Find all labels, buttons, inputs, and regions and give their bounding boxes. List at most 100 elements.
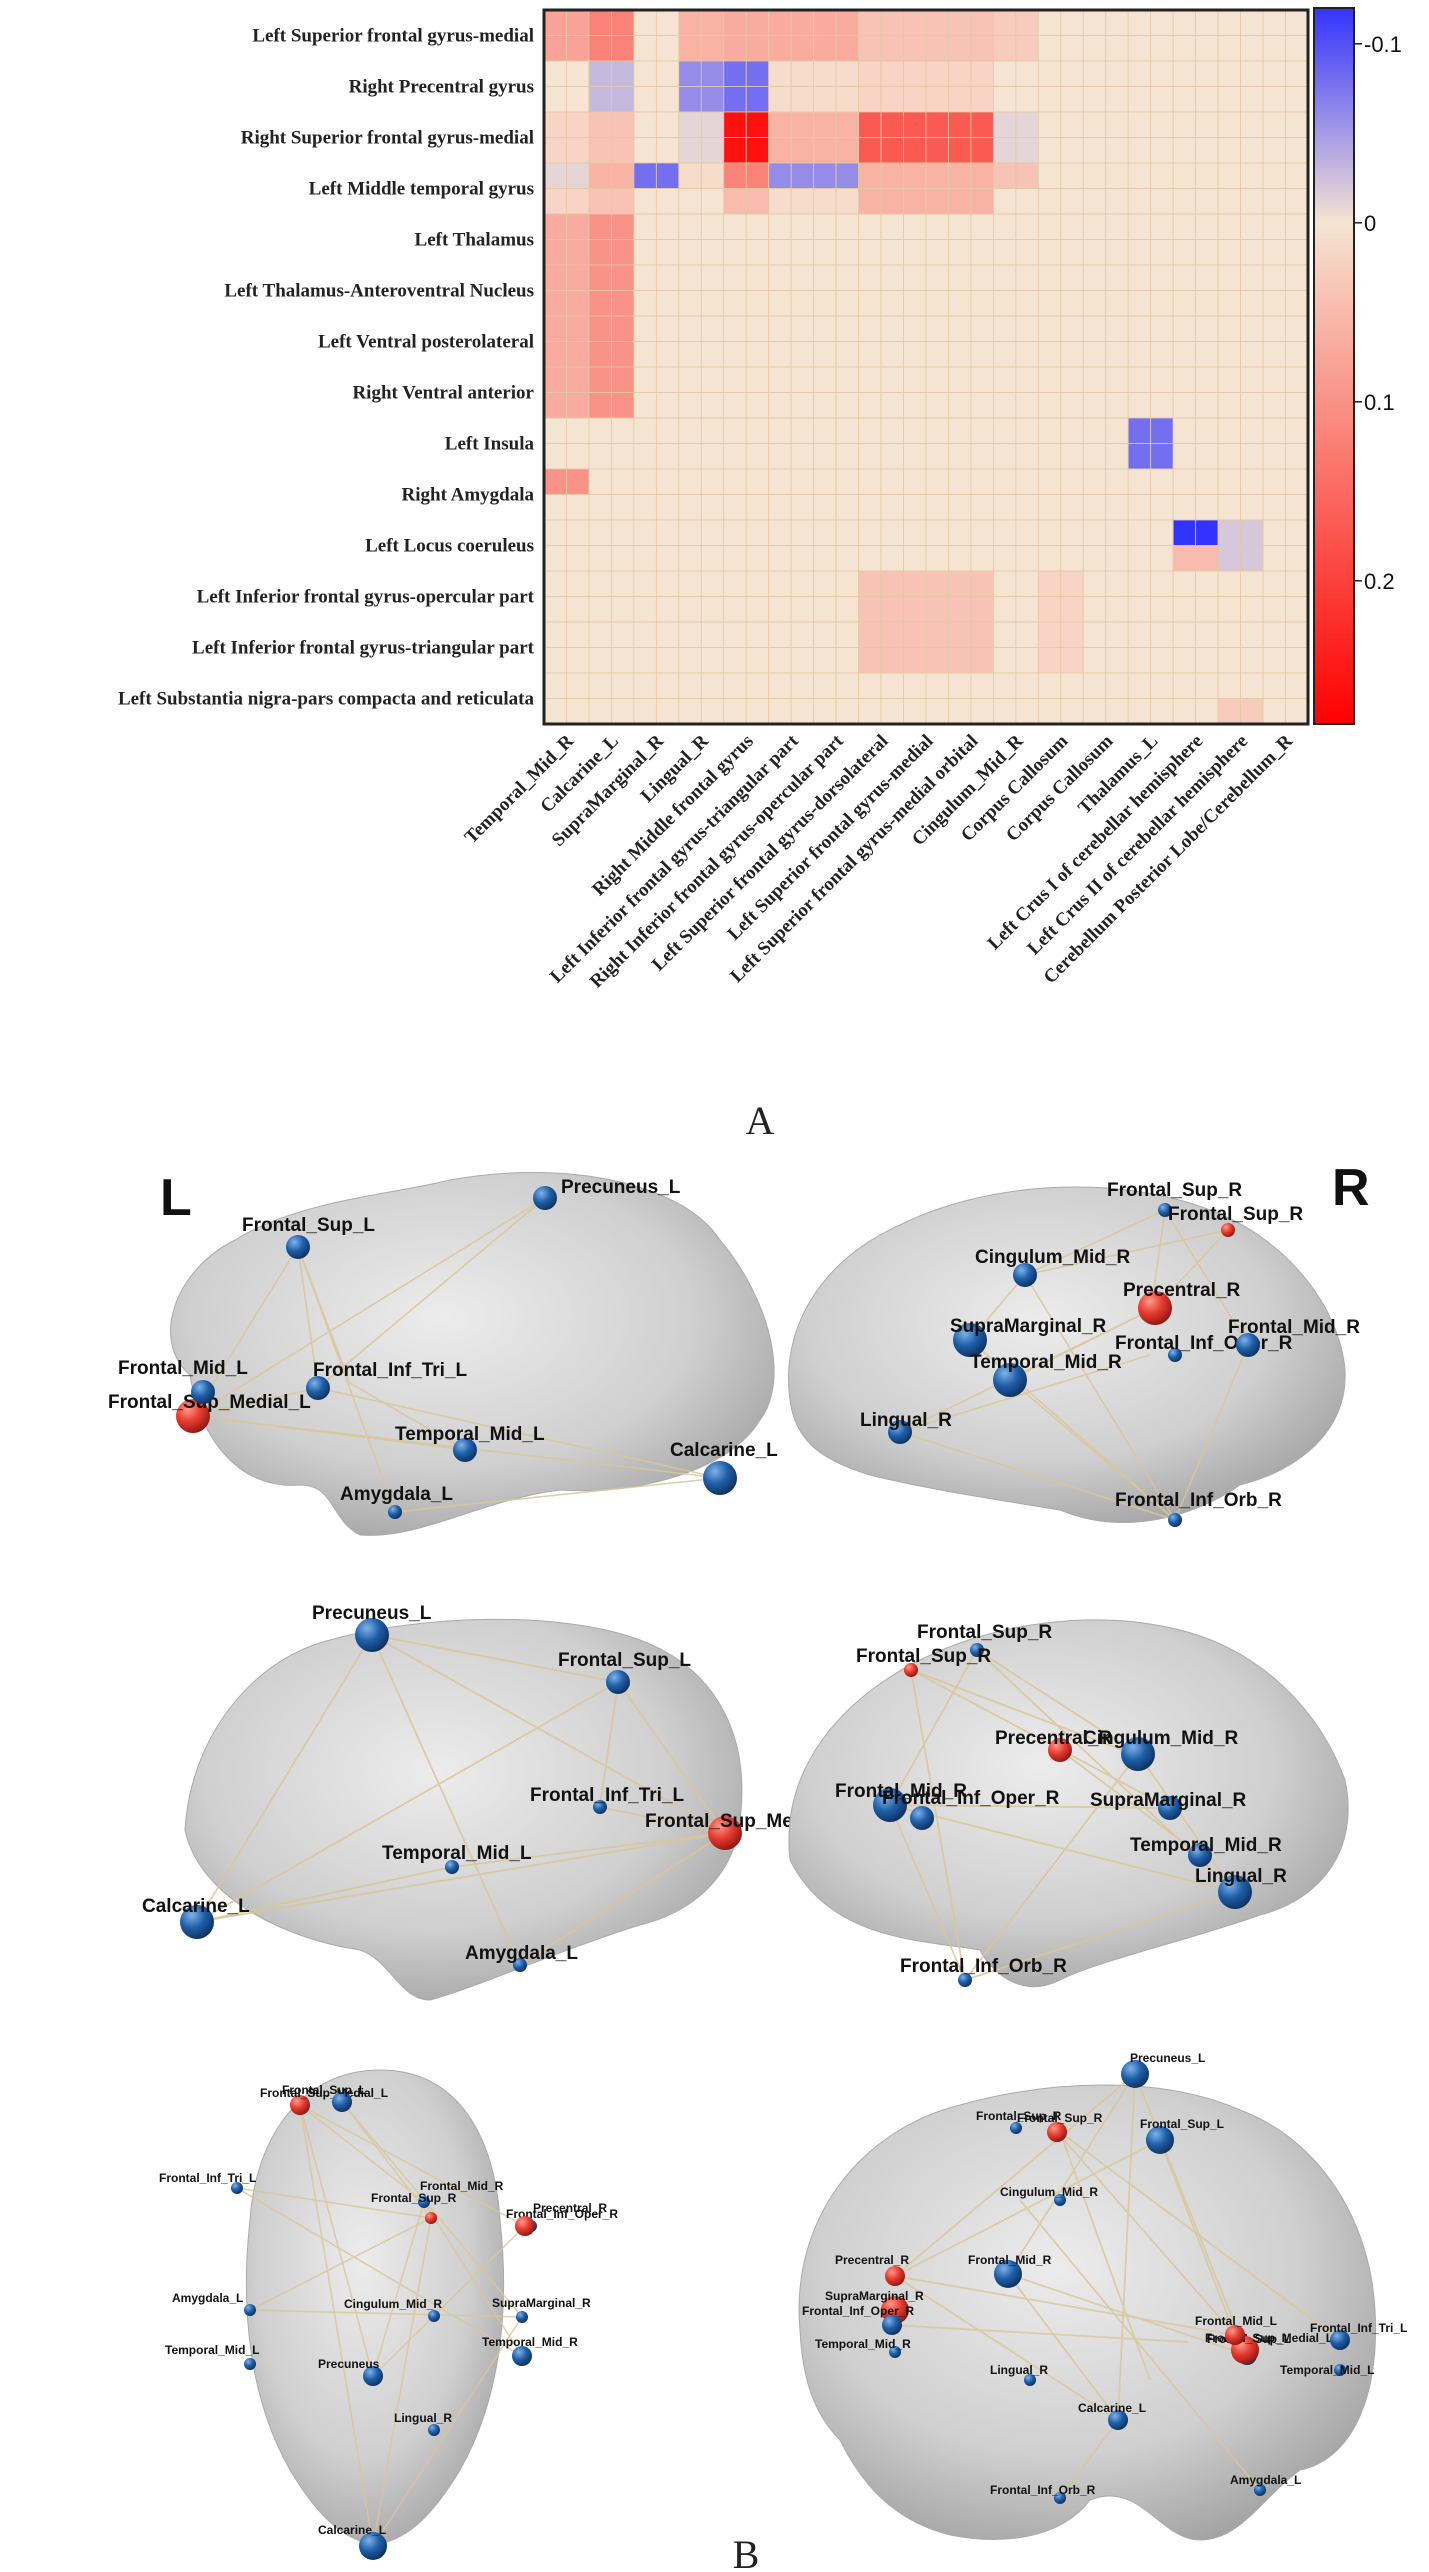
heatmap-cell [948,468,972,495]
heatmap-cell [1195,188,1219,215]
connection-edges [891,2073,1341,2499]
heatmap-cell [813,35,837,62]
node-label: Precuneus_L [561,1177,681,1198]
panel-label-a: A [746,1098,775,1140]
heatmap-cell [566,468,590,495]
node-label: Temporal_Mid_R [1130,1835,1282,1856]
heatmap-cell [1082,137,1107,164]
heatmap-cell [700,621,725,648]
node-label: Frontal_Inf_Orb_R [900,1956,1067,1977]
heatmap-cell [1105,315,1129,342]
heatmap-cell [925,9,949,36]
heatmap-cell [903,264,927,291]
heatmap-cell [1240,290,1264,317]
heatmap-cell [678,443,702,470]
heatmap-cell [745,111,770,138]
network-node [1010,2122,1022,2134]
heatmap-cell [1037,264,1062,291]
heatmap-cell [925,35,949,62]
heatmap-cell [1127,647,1152,674]
heatmap-cell [1015,341,1039,368]
heatmap-cell [1172,162,1197,189]
heatmap-cell [723,264,747,291]
heatmap-cell [1217,647,1241,674]
heatmap-cell [566,341,590,368]
heatmap-cell [1105,341,1129,368]
heatmap-cell [655,188,680,215]
node-label: Temporal_Mid_R [815,2337,911,2351]
heatmap-cell [880,672,904,699]
heatmap-cell [768,570,792,597]
heatmap-cell [543,239,567,266]
heatmap-cell [1082,86,1107,113]
heatmap-cell [1172,545,1197,572]
heatmap-cell [1240,392,1264,419]
heatmap-cell [1060,698,1084,725]
node-label: SupraMarginal_R [1090,1790,1247,1811]
heatmap-cell [1285,111,1309,138]
heatmap-cell [700,35,725,62]
heatmap-cell [880,188,904,215]
heatmap-cell [903,111,927,138]
heatmap-cell [566,239,590,266]
heatmap-cell [1240,188,1264,215]
heatmap-cell [1082,417,1107,444]
network-node [1188,1843,1212,1867]
heatmap-cell [1082,60,1107,87]
heatmap-cell [745,621,770,648]
heatmap-cell [1037,417,1062,444]
heatmap-cell [655,570,680,597]
heatmap-cell [745,417,770,444]
colorbar-tick-label: -0.1 [1364,32,1402,57]
heatmap-cell [858,672,882,699]
heatmap-cell [633,188,657,215]
heatmap-cell [813,392,837,419]
network-node [994,2260,1022,2288]
heatmap-cell [543,392,567,419]
heatmap-cell [1150,290,1174,317]
row-label: Left Ventral posterolateral [318,332,534,353]
heatmap-cell [678,137,702,164]
heatmap-cell [1060,672,1084,699]
heatmap-cell [566,672,590,699]
network-node [355,1618,389,1652]
heatmap-cell [1060,239,1084,266]
heatmap-cell [1015,264,1039,291]
heatmap-cell [633,60,657,87]
heatmap-cell [1240,239,1264,266]
heatmap-cell [1150,264,1174,291]
heatmap-cell [835,213,859,240]
heatmap-cell [1015,9,1039,36]
node-label: Frontal_Inf_Tri_L [530,1785,685,1806]
heatmap-cell [948,596,972,623]
heatmap-cell [588,264,612,291]
heatmap-cell [1060,647,1084,674]
heatmap-cell [1195,239,1219,266]
heatmap-cell [1217,698,1241,725]
node-label: Calcarine_L [142,1896,250,1917]
heatmap-cell [1060,264,1084,291]
network-node [889,2346,901,2358]
heatmap-cell [1127,9,1152,36]
heatmap-cell [1172,137,1197,164]
heatmap-cell [1060,468,1084,495]
heatmap-cell [745,647,770,674]
heatmap-cell [1105,60,1129,87]
heatmap-cell [1060,570,1084,597]
node-label: Calcarine_L [318,2523,386,2537]
heatmap-cell [543,60,567,87]
heatmap-cell [1285,672,1309,699]
heatmap-cell [723,188,747,215]
heatmap-cell [678,621,702,648]
heatmap-cell [948,698,972,725]
heatmap-cell [813,672,837,699]
heatmap-cell [655,392,680,419]
row-label: Left Substantia nigra-pars compacta and … [118,689,535,710]
heatmap-cell [1285,264,1309,291]
heatmap-cell [745,137,770,164]
heatmap-cell [858,60,882,87]
heatmap-cell [790,213,815,240]
heatmap-cell [611,494,635,521]
heatmap-cell [858,468,882,495]
heatmap-cell [566,60,590,87]
